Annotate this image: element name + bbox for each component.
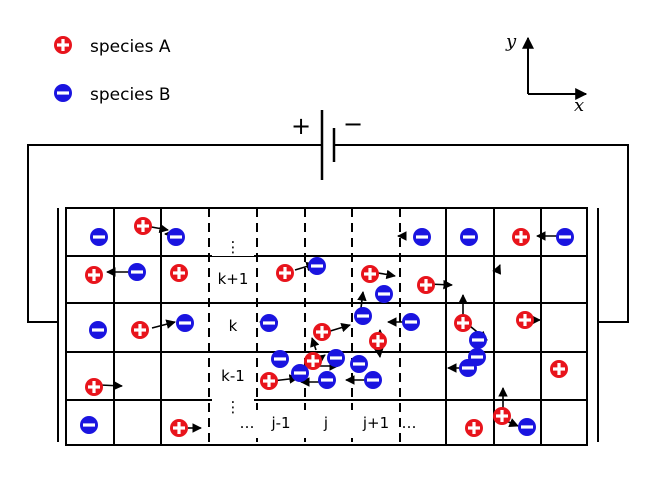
species-b-particle-icon — [89, 321, 107, 339]
col-label-right-ellipsis: … — [402, 414, 417, 432]
row-label-bottom-ellipsis: ⋮ — [226, 398, 241, 416]
species-a-label: species A — [90, 37, 171, 57]
species-a-particle-icon — [260, 372, 278, 390]
hop-arrow-icon — [492, 264, 502, 275]
species-a-particle-icon — [170, 264, 188, 282]
hop-arrow-icon — [151, 319, 176, 329]
col-label-j-plus-1: j+1 — [362, 414, 389, 432]
species-a-particle-icon — [134, 217, 152, 235]
label-background — [235, 410, 395, 438]
species-b-particle-icon — [80, 416, 98, 434]
circuit — [27, 110, 629, 442]
battery-plus-sign: + — [291, 112, 311, 140]
row-label-k-plus-1: k+1 — [218, 270, 249, 288]
hop-arrow-icon — [310, 337, 320, 351]
species-a-particle-icon — [465, 419, 483, 437]
x-axis-label: x — [574, 95, 584, 116]
species-a-particle-icon — [512, 228, 530, 246]
species-b-particle-icon — [402, 313, 420, 331]
col-label-j-minus-1: j-1 — [270, 414, 290, 432]
species-b-particle-icon — [176, 314, 194, 332]
col-label-j: j — [323, 414, 328, 432]
row-label-k-minus-1: k-1 — [221, 367, 245, 385]
hop-arrow-icon — [99, 380, 123, 391]
species-b-particle-icon — [128, 263, 146, 281]
species-b-particle-icon — [291, 364, 309, 382]
battery-minus-sign: − — [343, 110, 363, 138]
species-b-particle-icon — [460, 228, 478, 246]
column-labels: … j-1 j j+1 … — [240, 414, 417, 432]
species-b-particle-icon — [469, 331, 487, 349]
species-a-particle-icon — [85, 378, 103, 396]
species-b-legend-icon — [54, 84, 72, 102]
grid-border — [65, 207, 588, 446]
species-a-particle-icon — [454, 314, 472, 332]
species-b-particle-icon — [459, 359, 477, 377]
species-b-particle-icon — [413, 228, 431, 246]
species-b-particle-icon — [518, 418, 536, 436]
axes-indicator: y x — [505, 31, 588, 116]
species-a-legend-icon — [54, 36, 72, 54]
label-background — [212, 266, 254, 290]
species-a-particle-icon — [417, 276, 435, 294]
species-b-particle-icon — [308, 257, 326, 275]
species-b-particle-icon — [271, 350, 289, 368]
hop-arrow-icon — [357, 291, 367, 309]
species-a-particle-icon — [361, 265, 379, 283]
legend: species A species B — [54, 36, 171, 105]
species-b-particle-icon — [167, 228, 185, 246]
species-b-particle-icon — [260, 314, 278, 332]
species-a-particle-icon — [276, 264, 294, 282]
left-wire — [27, 144, 322, 323]
species-b-particle-icon — [375, 285, 393, 303]
species-a-particle-icon — [493, 407, 511, 425]
species-a-particle-icon — [313, 323, 331, 341]
species-a-particle-icon — [550, 360, 568, 378]
right-wire — [334, 144, 629, 323]
species-b-particle-icon — [364, 371, 382, 389]
species-a-particle-icon — [85, 266, 103, 284]
y-axis-label: y — [505, 31, 517, 52]
species-b-particle-icon — [318, 371, 336, 389]
col-label-left-ellipsis: … — [240, 414, 255, 432]
species-a-particle-icon — [516, 311, 534, 329]
species-b-particle-icon — [354, 307, 372, 325]
species-a-particle-icon — [131, 321, 149, 339]
row-label-k: k — [229, 317, 238, 335]
species-b-particle-icon — [350, 355, 368, 373]
species-b-particle-icon — [556, 228, 574, 246]
label-boxes — [212, 238, 395, 438]
species-a-particle-icon — [170, 419, 188, 437]
species-b-particle-icon — [327, 349, 345, 367]
row-label-top-ellipsis: ⋮ — [226, 238, 241, 256]
label-background — [212, 238, 254, 256]
label-background — [212, 314, 254, 338]
row-labels: ⋮ k+1 k k-1 ⋮ — [218, 238, 249, 416]
species-a-particle-icon — [369, 332, 387, 350]
species-b-particle-icon — [90, 228, 108, 246]
lattice-grid — [65, 207, 588, 446]
label-background — [212, 364, 254, 388]
species-b-label: species B — [90, 85, 171, 105]
